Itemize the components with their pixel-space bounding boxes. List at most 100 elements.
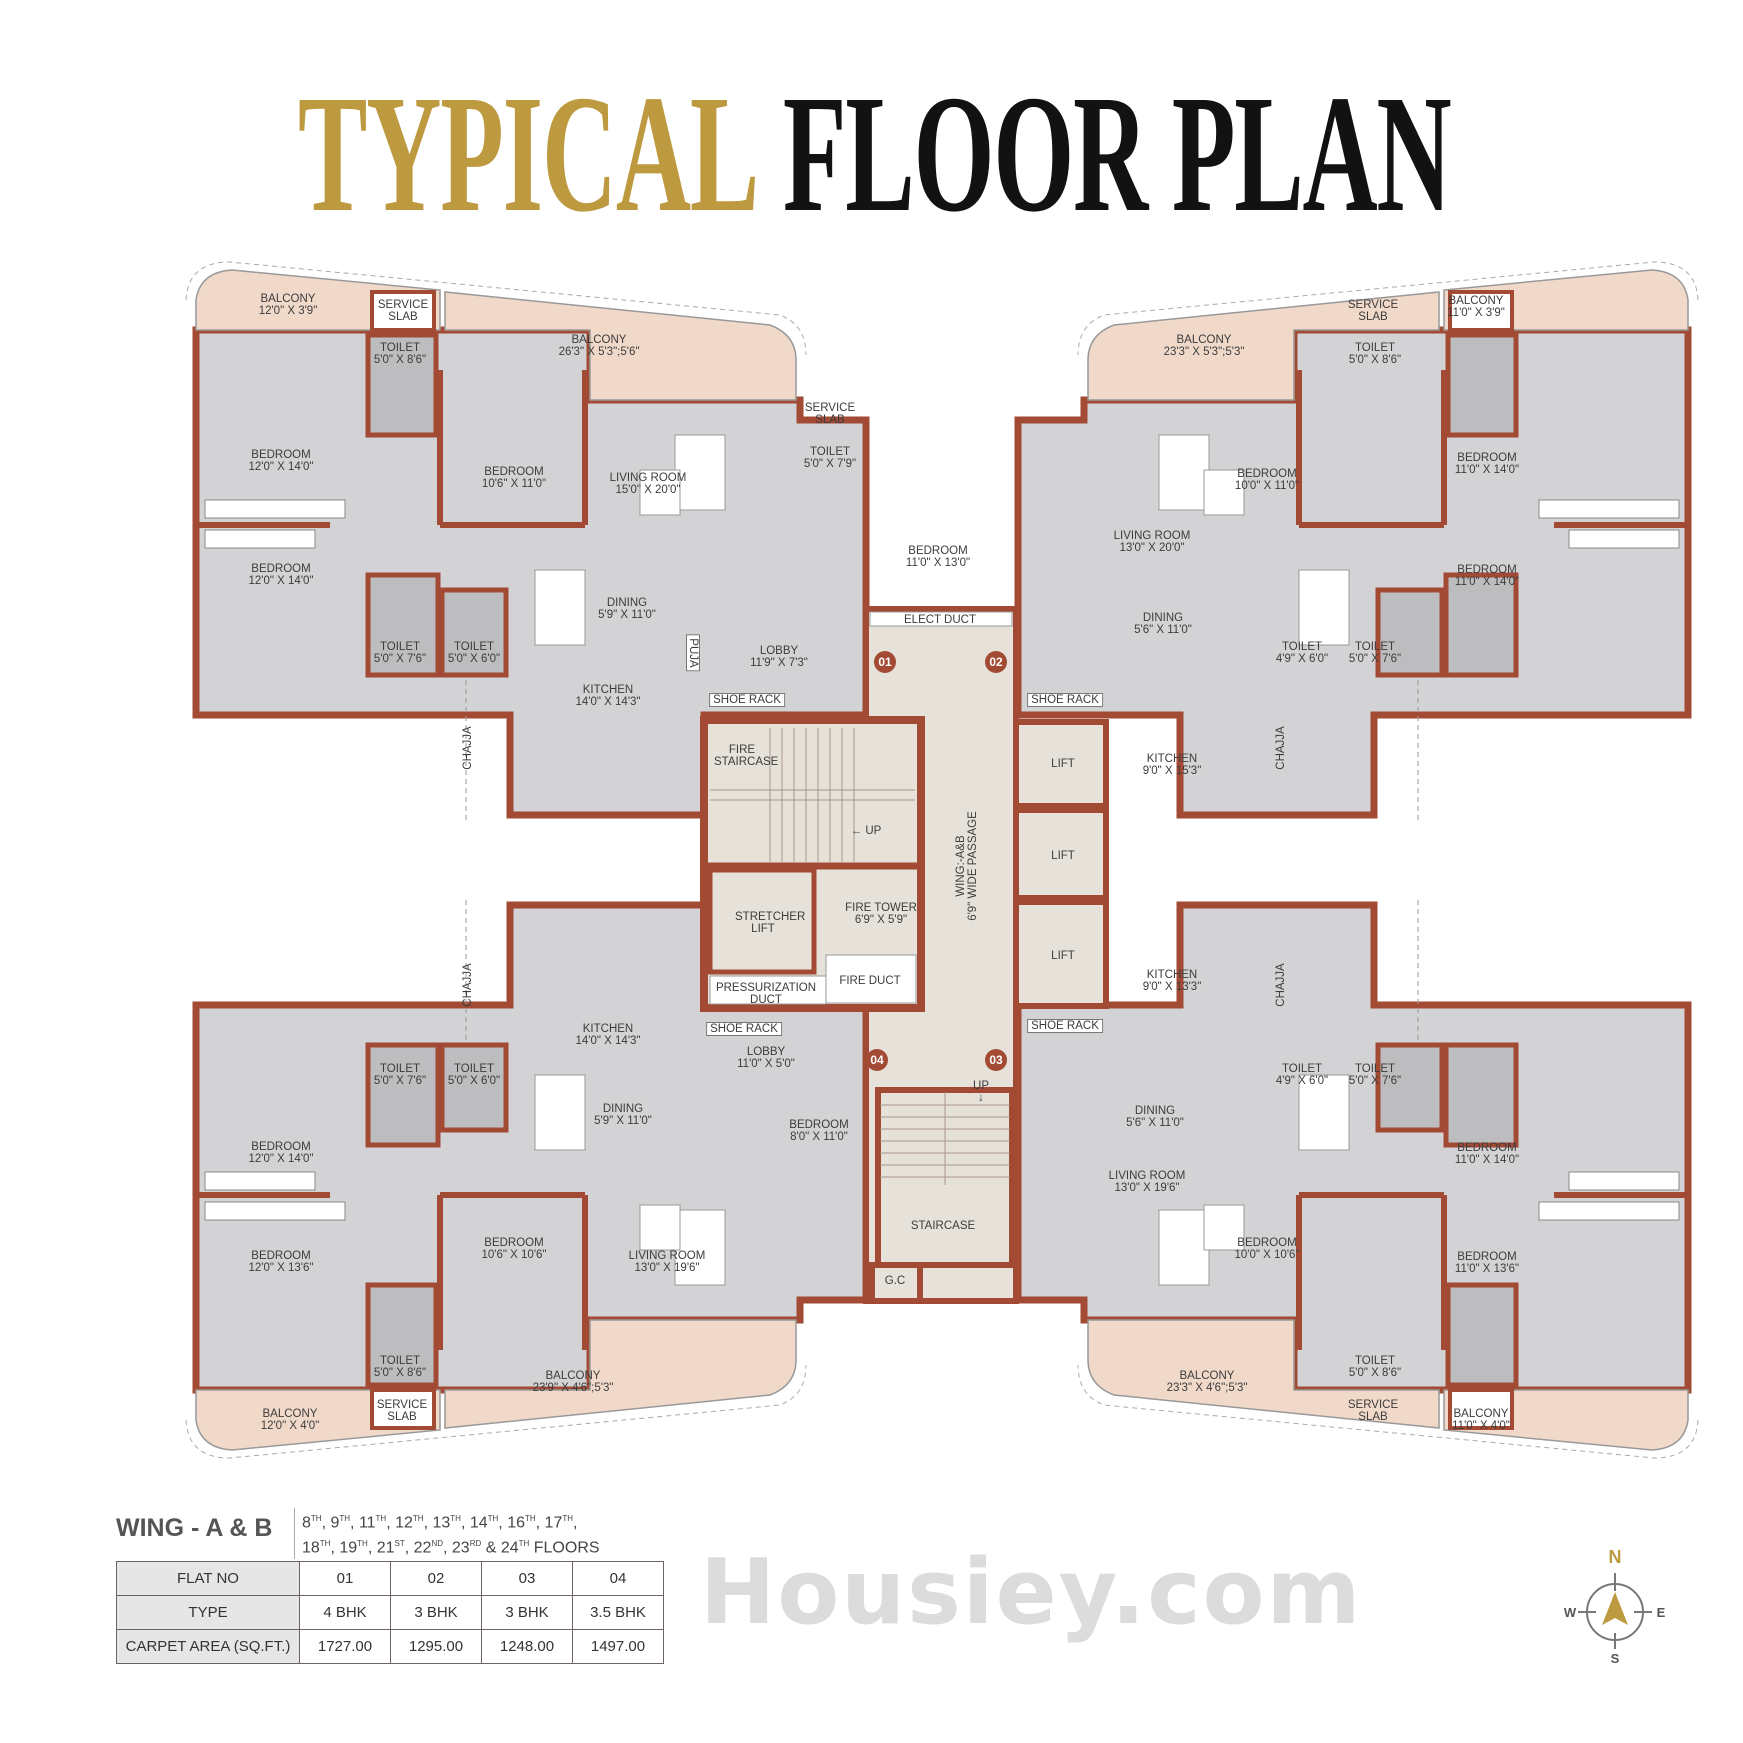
chajja-label: CHAJJA bbox=[462, 963, 474, 1007]
shoe-rack-label: SHOE RACK bbox=[709, 693, 785, 707]
pressurization-duct-label: PRESSURIZATION DUCT bbox=[715, 982, 817, 1006]
lift-label: LIFT bbox=[1051, 758, 1075, 770]
stretcher-lift-shaft bbox=[707, 867, 817, 975]
electric-duct-box bbox=[869, 611, 1013, 627]
staircase-treads bbox=[880, 1092, 1010, 1185]
service-slab-label: SERVICE SLAB bbox=[377, 299, 429, 323]
table-cell: 1295.00 bbox=[390, 1629, 482, 1664]
compass-arrow bbox=[1602, 1592, 1628, 1625]
lift-shaft-2 bbox=[1013, 807, 1109, 901]
table-row: TYPE 4 BHK 3 BHK 3 BHK 3.5 BHK bbox=[116, 1595, 664, 1630]
staircase-label: STAIRCASE bbox=[910, 1220, 976, 1232]
stretcher-lift-label: STRETCHER LIFT bbox=[735, 911, 806, 935]
wing-label: WING - A & B bbox=[116, 1514, 273, 1542]
service-slab-label: SERVICE SLAB bbox=[804, 402, 856, 426]
row-header: TYPE bbox=[116, 1595, 300, 1630]
lift-label: LIFT bbox=[1051, 850, 1075, 862]
fire-duct-box bbox=[825, 954, 917, 1004]
chajja-label: CHAJJA bbox=[1275, 726, 1287, 770]
gc-box bbox=[869, 1262, 923, 1304]
lift-shaft-1 bbox=[1013, 719, 1109, 809]
floors-list: 8TH, 9TH, 11TH, 12TH, 13TH, 14TH, 16TH, … bbox=[294, 1508, 600, 1559]
fire-staircase-label: FIRE STAIRCASE bbox=[714, 744, 779, 768]
table-cell: 02 bbox=[390, 1561, 482, 1596]
lift-shaft-3 bbox=[1013, 899, 1109, 1009]
up-label: ← UP bbox=[850, 825, 882, 837]
table-cell: 01 bbox=[299, 1561, 391, 1596]
table-cell: 1248.00 bbox=[481, 1629, 573, 1664]
chajja-label: CHAJJA bbox=[462, 726, 474, 770]
compass-north: N bbox=[1609, 1547, 1622, 1567]
row-header: CARPET AREA (SQ.FT.) bbox=[116, 1629, 300, 1664]
shoe-rack-label: SHOE RACK bbox=[1027, 1019, 1103, 1033]
row-header: FLAT NO bbox=[116, 1561, 300, 1596]
flat-number-badge: 02 bbox=[985, 651, 1007, 673]
compass-east: E bbox=[1657, 1605, 1666, 1620]
table-row: CARPET AREA (SQ.FT.) 1727.00 1295.00 124… bbox=[116, 1629, 664, 1664]
compass-south: S bbox=[1611, 1651, 1620, 1665]
flat-area-table: FLAT NO 01 02 03 04 TYPE 4 BHK 3 BHK 3 B… bbox=[116, 1561, 664, 1664]
lift-label: LIFT bbox=[1051, 950, 1075, 962]
table-cell: 1497.00 bbox=[572, 1629, 664, 1664]
table-cell: 3.5 BHK bbox=[572, 1595, 664, 1630]
flat-number-badge: 03 bbox=[985, 1049, 1007, 1071]
service-slab-label: SERVICE SLAB bbox=[1347, 1399, 1399, 1423]
arrow-left-icon: ← bbox=[850, 825, 866, 837]
table-cell: 1727.00 bbox=[299, 1629, 391, 1664]
shoe-rack-label: SHOE RACK bbox=[706, 1022, 782, 1036]
fire-duct-label: FIRE DUCT bbox=[839, 975, 901, 987]
watermark-text: Housiey.com bbox=[700, 1540, 1363, 1645]
flat-number-badge: 04 bbox=[866, 1049, 888, 1071]
table-cell: 04 bbox=[572, 1561, 664, 1596]
arrow-down-icon: ↓ bbox=[978, 1092, 984, 1104]
compass-icon: N W E S bbox=[1564, 1547, 1666, 1665]
title-word-floor-plan: FLOOR PLAN bbox=[782, 61, 1452, 247]
compass-west: W bbox=[1564, 1605, 1577, 1620]
stair-treads bbox=[710, 728, 915, 862]
table-cell: 3 BHK bbox=[481, 1595, 573, 1630]
shoe-rack-label: SHOE RACK bbox=[1027, 693, 1103, 707]
table-cell: 03 bbox=[481, 1561, 573, 1596]
up-label: UP↓ bbox=[973, 1080, 989, 1104]
